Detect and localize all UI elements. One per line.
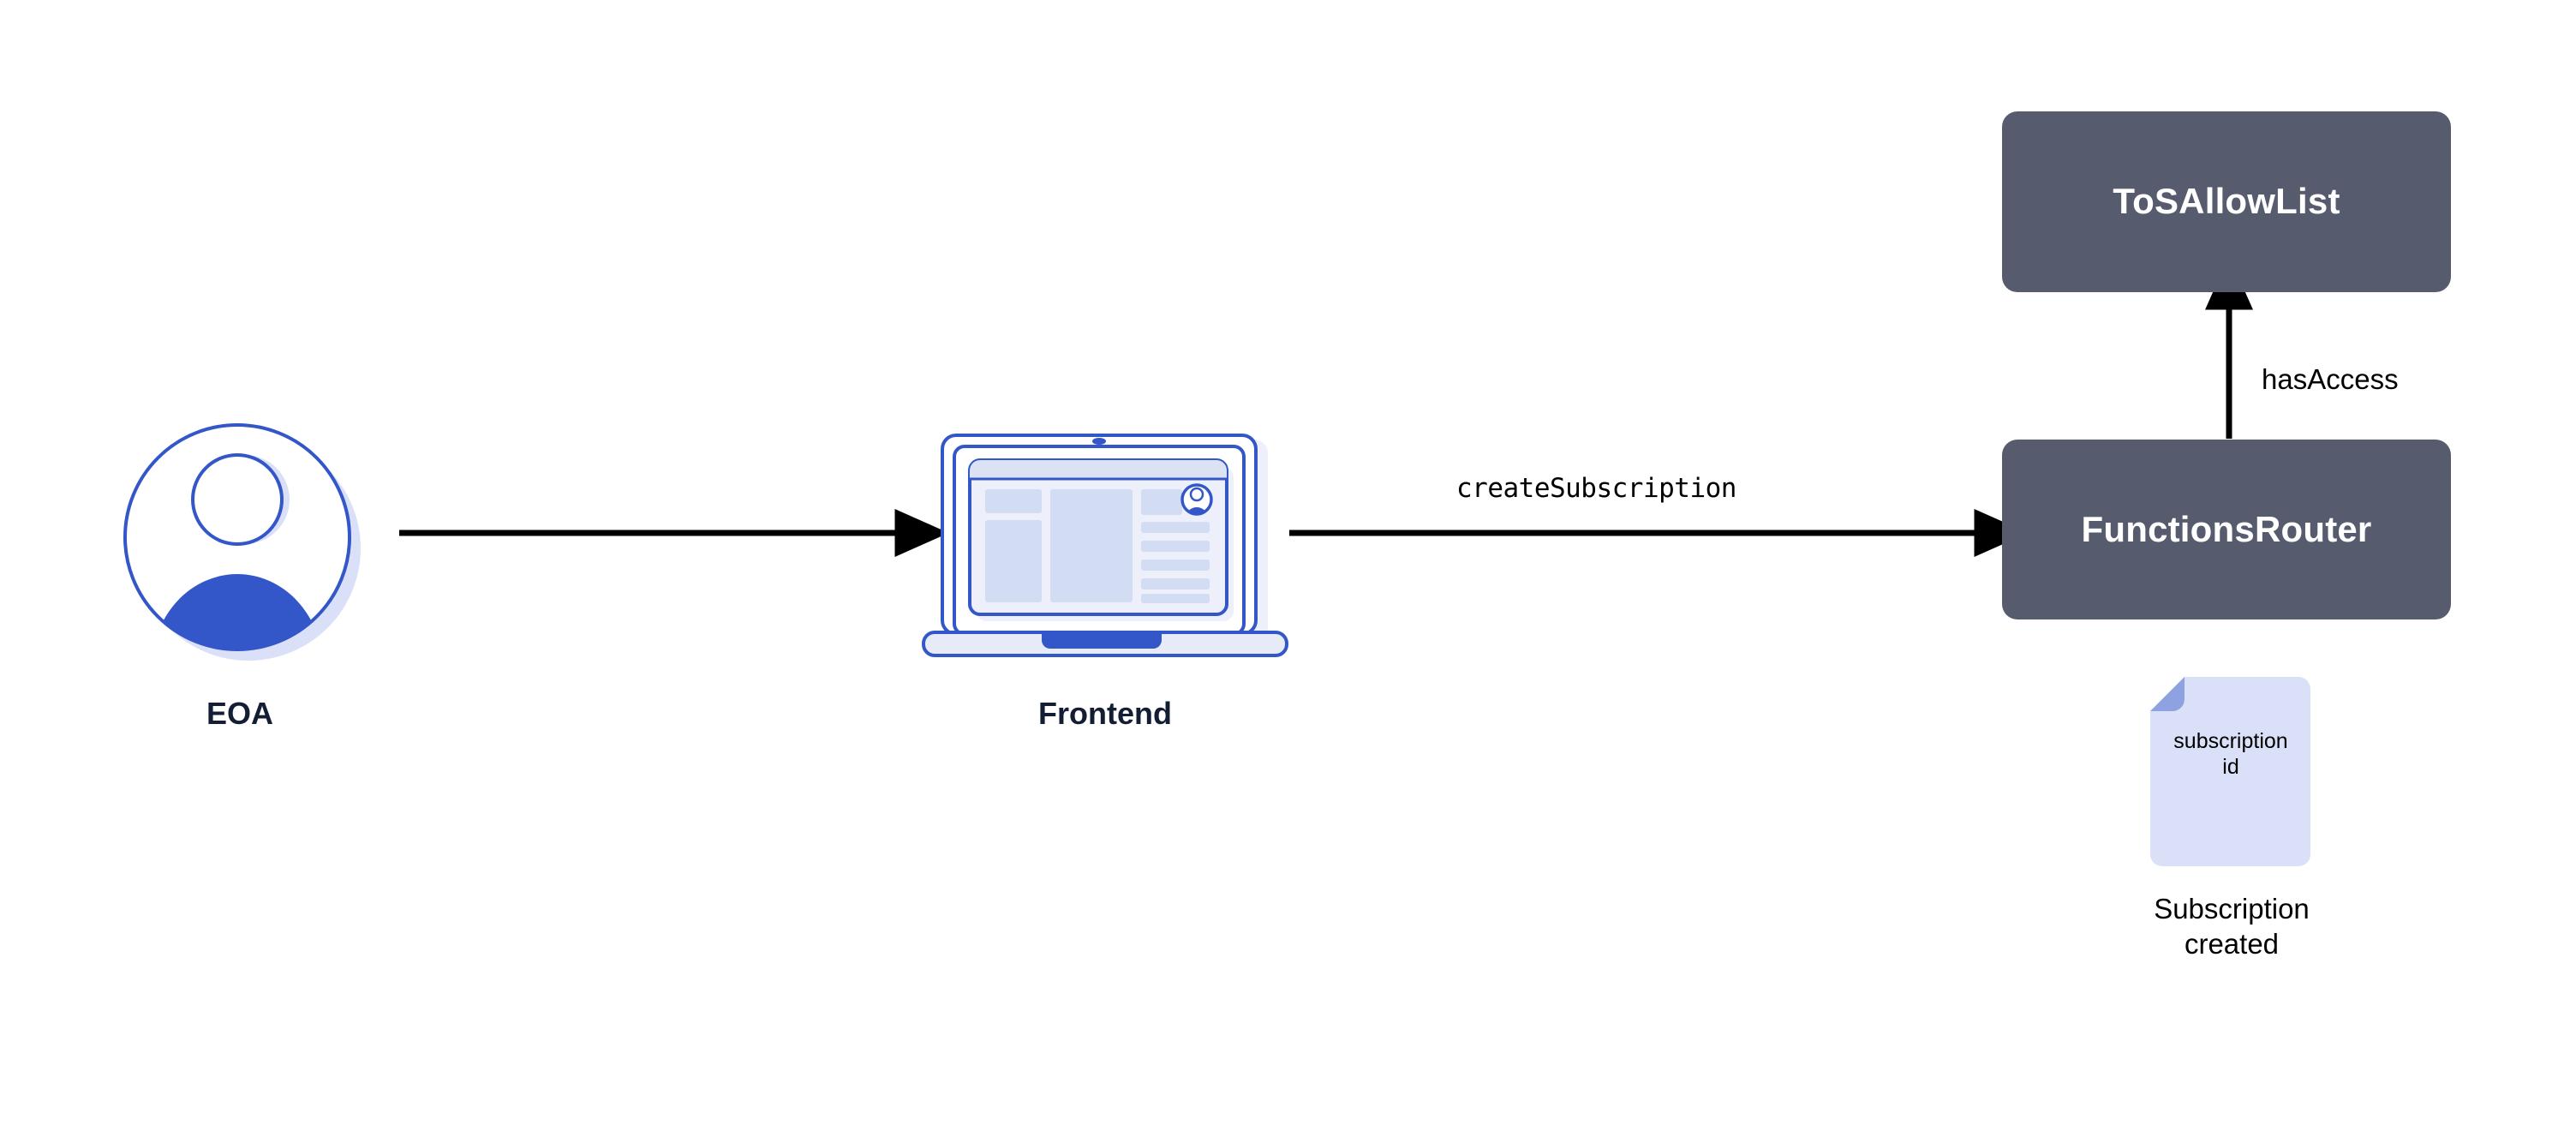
eoa-label: EOA (206, 696, 273, 731)
screen-avatar-icon (1180, 483, 1213, 516)
edge-label-has-access: hasAccess (2262, 363, 2399, 395)
frontend-label: Frontend (1038, 696, 1172, 731)
functions-router-label: FunctionsRouter (2081, 508, 2372, 549)
subscription-created-caption: Subscription created (2082, 891, 2382, 962)
node-functions-router[interactable]: FunctionsRouter (2002, 440, 2451, 619)
document-line-2: id (2222, 755, 2238, 779)
laptop-icon (922, 434, 1288, 657)
subscription-created-line-2: created (2184, 928, 2280, 960)
document-line-1: subscription (2173, 729, 2287, 753)
document-icon: subscription id (2150, 677, 2310, 866)
node-tos-allow-list[interactable]: ToSAllowList (2002, 111, 2451, 292)
edge-label-create-subscription: createSubscription (1456, 473, 1736, 504)
user-avatar-icon (123, 423, 361, 661)
subscription-created-line-1: Subscription (2154, 893, 2310, 925)
tos-allow-list-label: ToSAllowList (2113, 181, 2340, 222)
